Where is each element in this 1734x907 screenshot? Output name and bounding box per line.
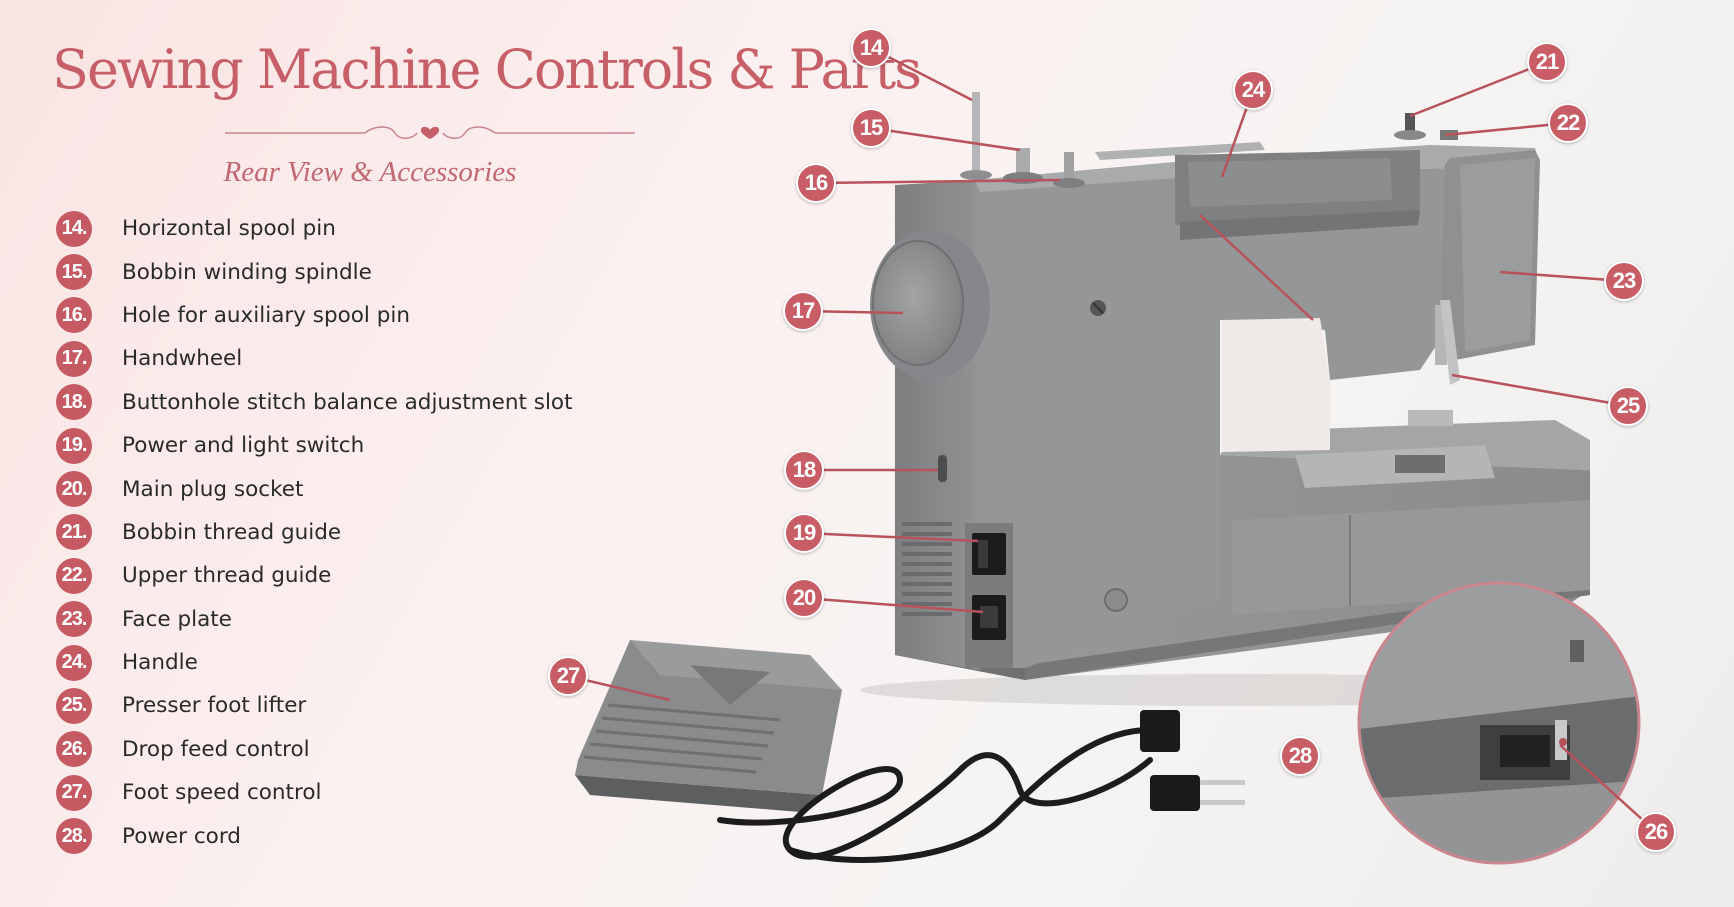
part-number-badge: 24. [56, 644, 92, 681]
part-label: Power cord [122, 823, 241, 849]
part-item: 17. Handwheel [56, 337, 573, 380]
part-item: 27. Foot speed control [56, 771, 573, 814]
foot-pedal [575, 640, 842, 812]
part-number-badge: 18. [56, 384, 92, 421]
part-label: Bobbin winding spindle [122, 259, 372, 285]
part-item: 18. Buttonhole stitch balance adjustment … [56, 381, 573, 424]
part-number-badge: 14. [56, 210, 92, 247]
part-number-badge: 15. [56, 254, 92, 291]
part-number-badge: 20. [56, 471, 92, 508]
part-label: Power and light switch [122, 433, 365, 459]
parts-list: 14. Horizontal spool pin 15. Bobbin winding… [56, 207, 573, 858]
callout-number: 28 [1280, 736, 1320, 776]
part-label: Presser foot lifter [122, 693, 307, 719]
part-item: 21. Bobbin thread guide [56, 511, 573, 554]
callout-number: 22 [1548, 103, 1588, 143]
callout-number: 23 [1604, 261, 1644, 301]
part-label: Face plate [122, 606, 232, 632]
part-number-badge: 21. [56, 514, 92, 551]
ornament-divider [225, 126, 635, 139]
part-label: Main plug socket [122, 476, 304, 502]
part-label: Buttonhole stitch balance adjustment slo… [122, 389, 573, 415]
part-item: 16. Hole for auxiliary spool pin [56, 294, 573, 337]
part-label: Drop feed control [122, 736, 310, 762]
part-item: 14. Horizontal spool pin [56, 207, 573, 250]
part-number-badge: 26. [56, 731, 92, 768]
callout-number: 14 [851, 28, 891, 68]
part-item: 26. Drop feed control [56, 728, 573, 771]
part-number-badge: 17. [56, 340, 92, 377]
callout-number: 18 [784, 450, 824, 490]
callout-number: 27 [548, 656, 588, 696]
callout-number: 15 [851, 108, 891, 148]
power-cord [717, 710, 1200, 863]
part-item: 24. Handle [56, 641, 573, 684]
part-item: 28. Power cord [56, 814, 573, 857]
part-number-badge: 19. [56, 427, 92, 464]
part-item: 22. Upper thread guide [56, 554, 573, 597]
part-item: 19. Power and light switch [56, 424, 573, 467]
sewing-machine [870, 92, 1590, 680]
part-item: 25. Presser foot lifter [56, 684, 573, 727]
callout-number: 26 [1636, 812, 1676, 852]
callout-number: 17 [783, 291, 823, 331]
part-number-badge: 27. [56, 774, 92, 811]
part-item: 15. Bobbin winding spindle [56, 250, 573, 293]
part-item: 23. Face plate [56, 598, 573, 641]
part-number-badge: 25. [56, 687, 92, 724]
callout-number: 25 [1608, 386, 1648, 426]
part-item: 20. Main plug socket [56, 467, 573, 510]
callout-number: 20 [784, 578, 824, 618]
callout-number: 19 [784, 513, 824, 553]
page-subtitle: Rear View & Accessories [223, 156, 517, 188]
part-label: Foot speed control [122, 780, 322, 806]
part-number-badge: 28. [56, 818, 92, 855]
part-number-badge: 22. [56, 557, 92, 594]
callout-number: 24 [1233, 70, 1273, 110]
part-label: Bobbin thread guide [122, 519, 342, 545]
part-label: Upper thread guide [122, 563, 332, 589]
part-label: Handle [122, 650, 198, 676]
part-number-badge: 16. [56, 297, 92, 334]
part-label: Handwheel [122, 346, 243, 372]
part-number-badge: 23. [56, 601, 92, 638]
part-label: Hole for auxiliary spool pin [122, 302, 410, 328]
part-label: Horizontal spool pin [122, 216, 336, 242]
callout-number: 16 [796, 163, 836, 203]
callout-number: 21 [1527, 42, 1567, 82]
drop-feed-inset [1357, 581, 1641, 865]
